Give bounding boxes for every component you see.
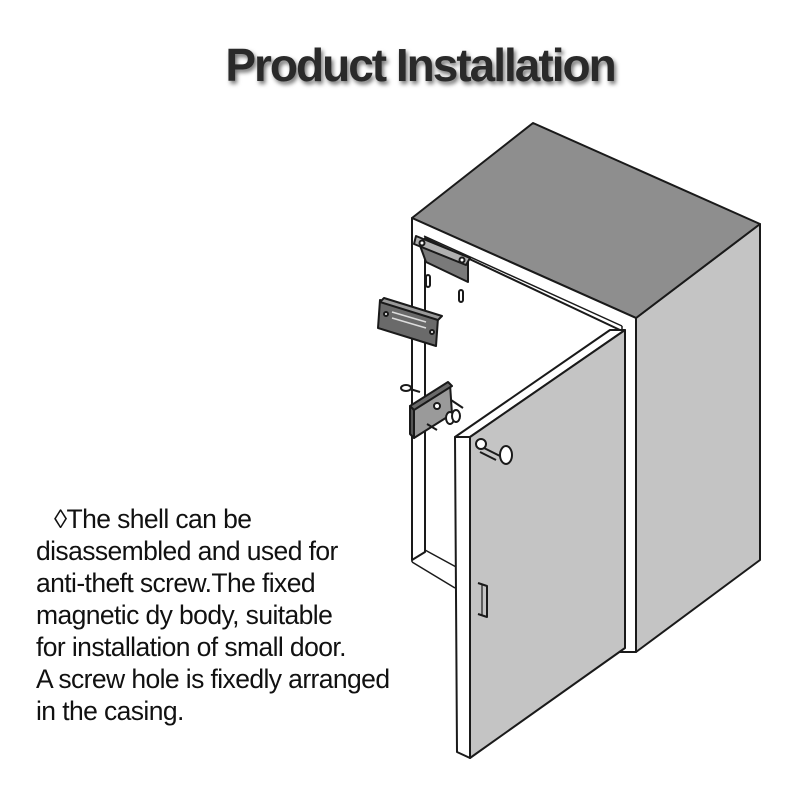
door-handle [477,582,488,618]
door-face [469,329,626,759]
description-line: for installation of small door. [36,632,346,662]
door-edge [454,436,471,759]
description-line: anti-theft screw.The fixed [36,568,316,598]
diamond-bullet-icon: ◊ [54,504,67,534]
page-title: Product Installation [225,39,616,91]
description-line: in the casing. [36,696,184,726]
description-line: A screw hole is fixedly arranged [36,664,390,694]
armature-plate [400,381,464,439]
description-line: disassembled and used for [36,536,338,566]
door-screw-pin [475,438,513,465]
top-mounting-plate [413,235,471,303]
magnetic-lock-body [377,297,443,347]
product-description: ◊The shell can be disassembled and used … [36,503,436,727]
description-line: magnetic dy body, suitable [36,600,333,630]
description-line: ◊The shell can be [54,504,252,534]
